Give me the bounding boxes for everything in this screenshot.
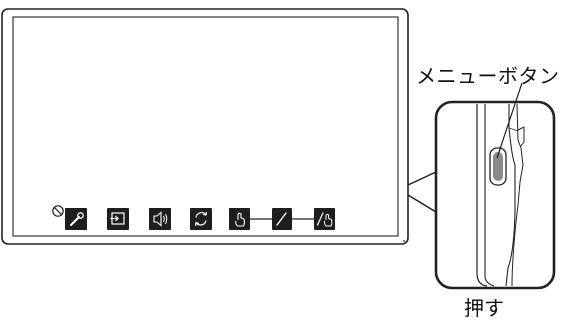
display-monitor	[1, 8, 409, 245]
zoom-leader-lines	[407, 171, 437, 213]
speaker-icon[interactable]	[149, 208, 171, 230]
side-zoom-panel	[434, 82, 556, 290]
wrench-icon[interactable]	[65, 208, 87, 230]
menu-button-label: メニューボタン	[416, 64, 560, 88]
input-source-icon[interactable]	[107, 208, 129, 230]
button-callout-line	[496, 82, 523, 159]
refresh-icon[interactable]	[190, 208, 212, 230]
menu-button[interactable]	[489, 147, 507, 186]
on-screen-menu-bar	[65, 208, 335, 230]
pen-and-hand-icon[interactable]	[314, 208, 335, 230]
push-instruction-label: 押す	[464, 296, 504, 320]
hand-touch-icon[interactable]	[229, 208, 250, 230]
disable-icon	[52, 205, 64, 217]
pen-icon[interactable]	[272, 208, 292, 230]
